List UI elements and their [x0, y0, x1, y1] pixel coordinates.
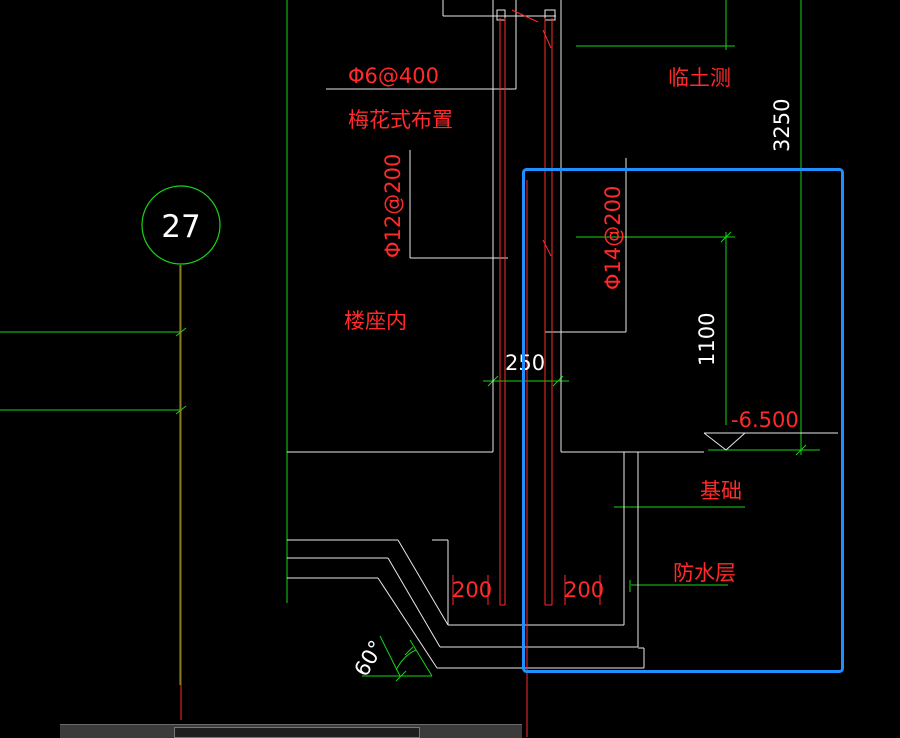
dimension-250[interactable]: 250 — [505, 351, 545, 375]
red-linework — [180, 9, 601, 737]
annotation-temp-soil-side[interactable]: 临土测 — [668, 66, 731, 90]
selection-box[interactable] — [522, 168, 844, 673]
axis-label[interactable]: 27 — [161, 209, 200, 245]
annotation-inside-building[interactable]: 楼座内 — [344, 309, 407, 333]
elevation-label[interactable]: -6.500 — [731, 408, 799, 432]
annotation-plum-layout[interactable]: 梅花式布置 — [348, 108, 453, 132]
annotation-rebar-phi12[interactable]: Φ12@200 — [381, 154, 405, 258]
axis-bubble[interactable] — [141, 185, 221, 265]
annotation-foundation[interactable]: 基础 — [700, 479, 742, 503]
dimension-1100[interactable]: 1100 — [695, 313, 719, 366]
annotation-rebar-phi6[interactable]: Φ6@400 — [348, 64, 439, 88]
dimension-3250[interactable]: 3250 — [770, 99, 794, 152]
dimension-200-right[interactable]: 200 — [564, 578, 604, 602]
annotation-rebar-phi14[interactable]: Φ14@200 — [601, 186, 625, 290]
white-linework — [287, 0, 838, 669]
status-input-field[interactable] — [174, 727, 420, 738]
green-linework — [0, 0, 820, 685]
status-bar — [60, 724, 522, 738]
dimension-200-left[interactable]: 200 — [452, 578, 492, 602]
annotation-waterproof[interactable]: 防水层 — [673, 561, 736, 585]
